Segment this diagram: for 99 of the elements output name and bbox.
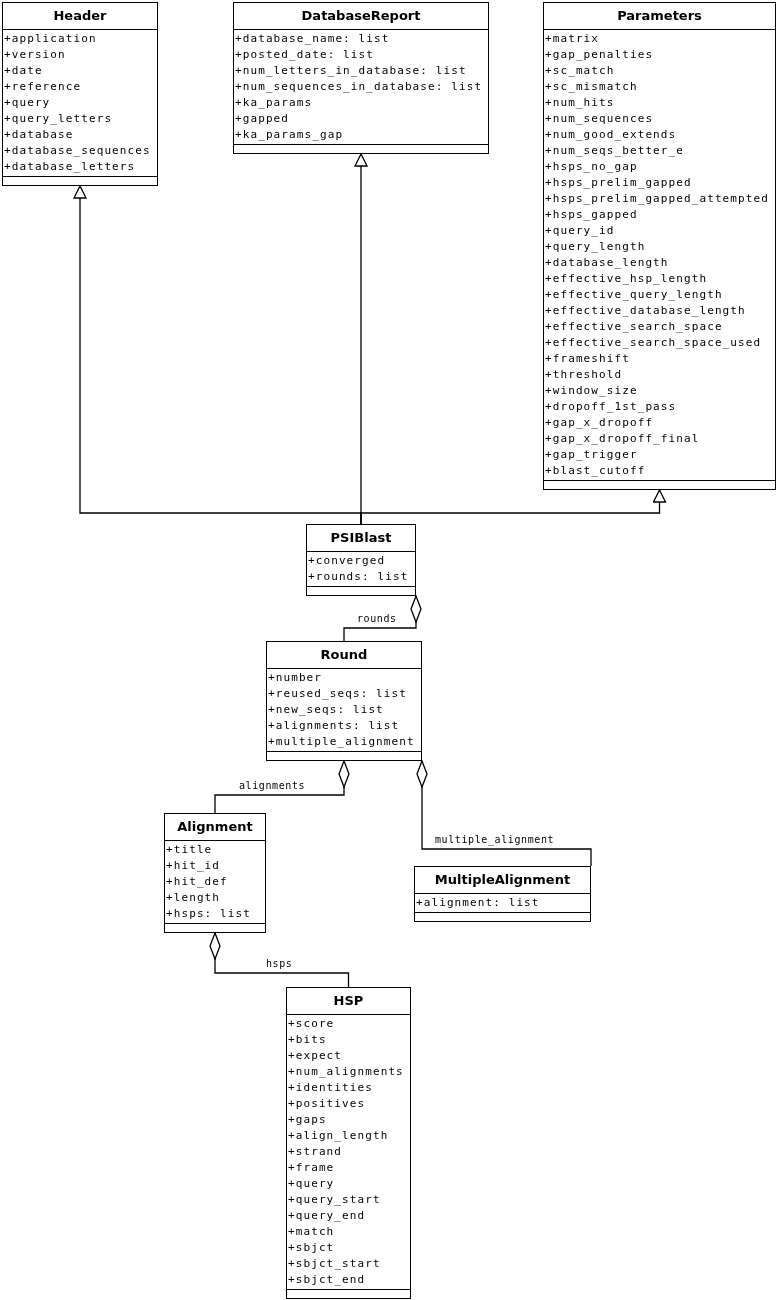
attribute-text: +query	[287, 1176, 335, 1192]
attribute-text: +number	[267, 670, 323, 686]
attribute-text: +query_length	[544, 239, 646, 255]
attribute-text: +database	[3, 127, 74, 143]
attribute-text: +effective_query_length	[544, 287, 723, 303]
attribute-text: +expect	[287, 1048, 343, 1064]
attribute-text: +effective_search_space	[544, 319, 723, 335]
attribute-text: +blast_cutoff	[544, 463, 646, 479]
class-box	[233, 2, 489, 154]
attribute-text: +gap_penalties	[544, 47, 654, 63]
attribute-text: +identities	[287, 1080, 373, 1096]
attribute-text: +align_length	[287, 1128, 389, 1144]
edge-label: alignments	[238, 780, 307, 792]
class-name: DatabaseReport	[301, 8, 421, 24]
attribute-text: +version	[3, 47, 66, 63]
attribute-text: +gap_x_dropoff	[544, 415, 654, 431]
attribute-text: +query_end	[287, 1208, 366, 1224]
attribute-text: +gapped	[234, 111, 290, 127]
attribute-text: +effective_database_length	[544, 303, 746, 319]
attribute-text: +num_alignments	[287, 1064, 404, 1080]
attribute-text: +window_size	[544, 383, 638, 399]
class-name: PSIBlast	[330, 530, 392, 546]
attribute-text: +gap_trigger	[544, 447, 638, 463]
class-name: Parameters	[617, 8, 702, 24]
attribute-text: +threshold	[544, 367, 623, 383]
attribute-text: +query_letters	[3, 111, 113, 127]
attribute-text: +hsps_no_gap	[544, 159, 638, 175]
attribute-text: +num_good_extends	[544, 127, 677, 143]
aggregation-connector	[209, 932, 350, 988]
attribute-text: +effective_search_space_used	[544, 335, 762, 351]
attribute-text: +database_letters	[3, 159, 136, 175]
attribute-text: +frameshift	[544, 351, 630, 367]
attribute-text: +num_letters_in_database: list	[234, 63, 467, 79]
attribute-text: +alignment: list	[415, 895, 540, 911]
attribute-text: +alignments: list	[267, 718, 400, 734]
attribute-text: +posted_date: list	[234, 47, 374, 63]
attribute-text: +effective_hsp_length	[544, 271, 708, 287]
attribute-text: +hsps: list	[165, 906, 251, 922]
class-box	[266, 641, 422, 761]
class-name: Alignment	[177, 819, 253, 835]
attribute-text: +date	[3, 63, 43, 79]
attribute-text: +query	[3, 95, 51, 111]
attribute-text: +dropoff_1st_pass	[544, 399, 677, 415]
attribute-text: +new_seqs: list	[267, 702, 384, 718]
edge-label: hsps	[265, 958, 294, 970]
class-name: Round	[320, 647, 368, 663]
class-box	[306, 524, 416, 596]
attribute-text: +sbjct_start	[287, 1256, 381, 1272]
class-box	[2, 2, 158, 186]
attribute-text: +hit_id	[165, 858, 221, 874]
attribute-text: +length	[165, 890, 221, 906]
attribute-text: +title	[165, 842, 213, 858]
class-name: Header	[53, 8, 107, 24]
attribute-text: +converged	[307, 553, 386, 569]
aggregation-connector	[416, 760, 592, 867]
attribute-text: +frame	[287, 1160, 335, 1176]
edge-label: rounds	[356, 613, 398, 625]
attribute-text: +hsps_gapped	[544, 207, 638, 223]
class-box	[286, 987, 411, 1299]
class-box	[543, 2, 776, 490]
attribute-text: +num_sequences	[544, 111, 654, 127]
attribute-text: +reused_seqs: list	[267, 686, 407, 702]
attribute-text: +database_name: list	[234, 31, 390, 47]
attribute-text: +rounds: list	[307, 569, 409, 585]
attribute-text: +gap_x_dropoff_final	[544, 431, 700, 447]
attribute-text: +sc_mismatch	[544, 79, 638, 95]
attribute-text: +reference	[3, 79, 82, 95]
attribute-text: +sbjct_end	[287, 1272, 366, 1288]
aggregation-connector	[214, 760, 350, 814]
attribute-text: +ka_params	[234, 95, 313, 111]
attribute-text: +gaps	[287, 1112, 327, 1128]
attribute-text: +num_hits	[544, 95, 615, 111]
attribute-text: +sc_match	[544, 63, 615, 79]
class-name: HSP	[333, 993, 364, 1009]
attribute-text: +num_seqs_better_e	[544, 143, 684, 159]
inheritance-arrow	[360, 489, 667, 525]
attribute-text: +matrix	[544, 31, 600, 47]
attribute-text: +multiple_alignment	[267, 734, 415, 750]
class-box	[164, 813, 266, 933]
attribute-text: +query_start	[287, 1192, 381, 1208]
attribute-text: +ka_params_gap	[234, 127, 344, 143]
attribute-text: +sbjct	[287, 1240, 335, 1256]
attribute-text: +positives	[287, 1096, 366, 1112]
attribute-text: +score	[287, 1016, 335, 1032]
aggregation-connector	[343, 595, 422, 642]
attribute-text: +strand	[287, 1144, 343, 1160]
attribute-text: +application	[3, 31, 97, 47]
attribute-text: +hsps_prelim_gapped	[544, 175, 692, 191]
attribute-text: +hsps_prelim_gapped_attempted	[544, 191, 769, 207]
attribute-text: +num_sequences_in_database: list	[234, 79, 483, 95]
attribute-text: +match	[287, 1224, 335, 1240]
edge-label: multiple_alignment	[434, 834, 556, 846]
class-box	[414, 866, 591, 922]
attribute-text: +database_sequences	[3, 143, 151, 159]
attribute-text: +hit_def	[165, 874, 228, 890]
class-name: MultipleAlignment	[434, 872, 571, 888]
attribute-text: +database_length	[544, 255, 669, 271]
attribute-text: +query_id	[544, 223, 615, 239]
attribute-text: +bits	[287, 1032, 327, 1048]
